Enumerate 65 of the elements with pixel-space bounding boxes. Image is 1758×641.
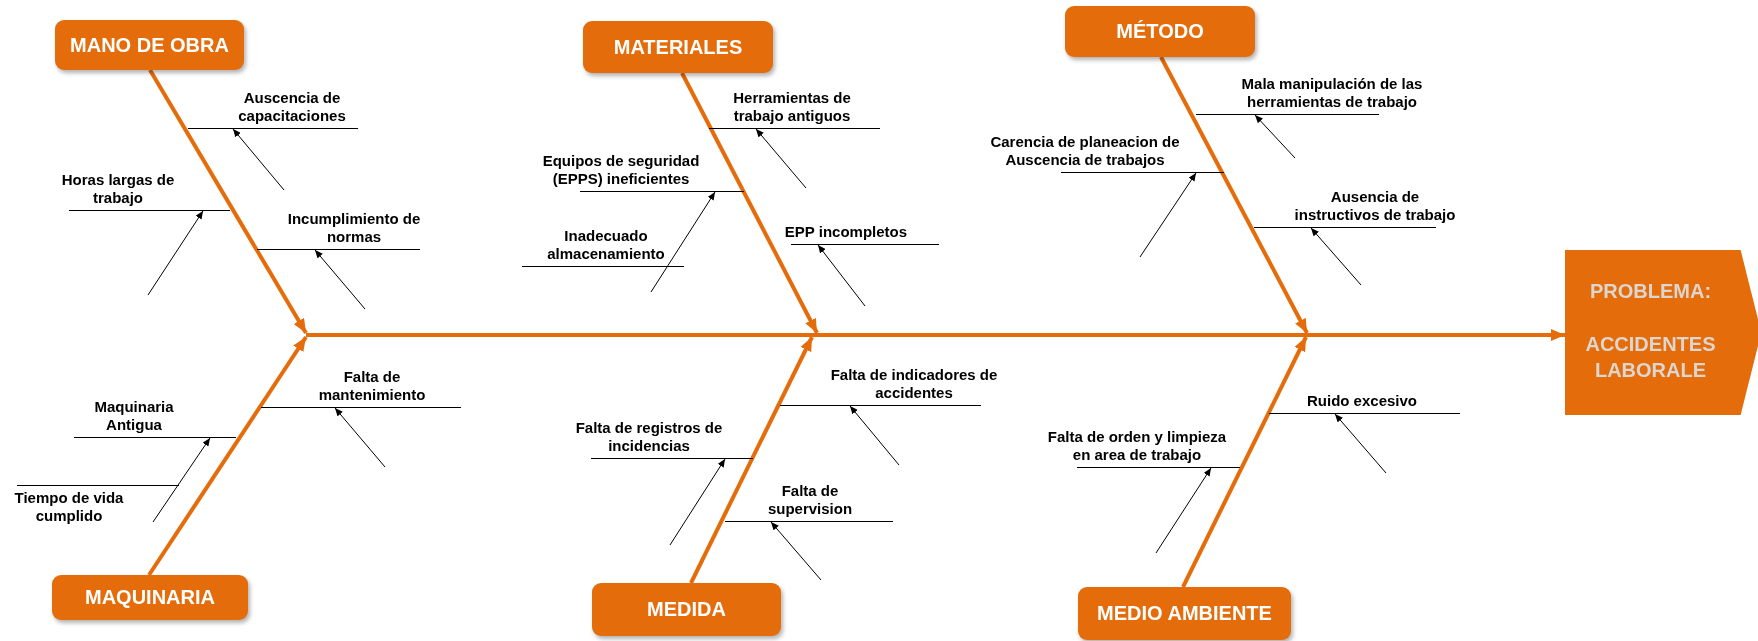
category-box xyxy=(592,583,781,636)
cause-arrow xyxy=(232,128,285,191)
spine-bar xyxy=(306,333,1546,337)
cause-label: Tiempo de vida cumplido xyxy=(13,489,125,525)
cause-item xyxy=(188,89,358,129)
problem-box xyxy=(1565,250,1758,415)
cause-label: Mala manipulación de las herramientas de trabajo xyxy=(1240,75,1424,111)
cause-arrow xyxy=(1310,227,1362,286)
cause-arrow xyxy=(1254,114,1296,159)
cause-arrow xyxy=(1139,172,1197,258)
cause-arrow xyxy=(849,405,900,466)
cause-label: Herramientas de trabajo antiguos xyxy=(732,89,852,125)
cause-arrow xyxy=(334,407,386,468)
category-label: MAQUINARIA xyxy=(85,586,215,609)
cause-arrow xyxy=(147,210,204,296)
cause-label: Falta de supervision xyxy=(766,482,854,518)
cause-label: Carencia de planeacion de Auscencia de trabajos xyxy=(989,133,1181,169)
cause-label: EPP incompletos xyxy=(783,223,909,241)
cause-item xyxy=(261,368,461,408)
cause-item xyxy=(575,419,753,459)
cause-item xyxy=(725,482,893,522)
bone-arrow xyxy=(1159,56,1309,334)
cause-arrow xyxy=(650,191,716,293)
problem-label: PROBLEMA: xyxy=(1588,278,1713,304)
bone-arrow xyxy=(689,336,814,584)
category-label: MEDIO AMBIENTE xyxy=(1097,602,1272,625)
cause-label: Auscencia de capacitaciones xyxy=(237,89,347,125)
category-box xyxy=(1078,587,1291,640)
category-box xyxy=(52,575,248,620)
category-box xyxy=(583,21,773,73)
cause-arrow xyxy=(1334,413,1387,474)
category-label: MÉTODO xyxy=(1116,20,1204,43)
cause-item xyxy=(522,227,684,267)
bone-arrow xyxy=(680,72,819,334)
cause-arrow xyxy=(314,249,366,310)
bone-arrow xyxy=(148,69,308,334)
cause-label: Ruido excesivo xyxy=(1305,392,1418,410)
cause-label: Falta de orden y limpieza en area de trabajo xyxy=(1046,428,1228,464)
cause-label: Incumplimiento de normas xyxy=(286,210,422,246)
bone-arrow xyxy=(1546,329,1565,341)
cause-arrow xyxy=(669,458,726,546)
cause-label: Equipos de seguridad (EPPS) ineficientes xyxy=(541,152,701,188)
cause-arrow xyxy=(755,128,807,189)
category-label: MEDIDA xyxy=(647,598,726,621)
cause-arrow xyxy=(770,521,822,581)
cause-label: Inadecuado almacenamiento xyxy=(546,227,666,263)
category-box xyxy=(55,20,244,70)
cause-arrow xyxy=(817,244,866,307)
cause-label: Horas largas de trabajo xyxy=(60,171,176,207)
cause-label: Ausencia de instructivos de trabajo xyxy=(1293,188,1457,224)
category-label: MATERIALES xyxy=(613,35,743,59)
category-box xyxy=(1065,6,1255,57)
cause-label: Falta de mantenimiento xyxy=(317,368,427,404)
category-label: MANO DE OBRA xyxy=(70,33,229,57)
bone-arrow xyxy=(1181,336,1308,588)
cause-arrow xyxy=(152,437,211,523)
bone-arrow xyxy=(147,335,308,577)
cause-item xyxy=(709,89,880,129)
cause-label: Falta de indicadores de accidentes xyxy=(829,366,999,402)
cause-item xyxy=(1269,392,1460,414)
cause-label: Falta de registros de incidencias xyxy=(575,419,723,455)
cause-item xyxy=(74,398,236,438)
problem-label: ACCIDENTES LABORALE xyxy=(1584,332,1717,384)
cause-arrow xyxy=(1155,467,1212,554)
cause-label: Maquinaria Antigua xyxy=(93,398,175,434)
